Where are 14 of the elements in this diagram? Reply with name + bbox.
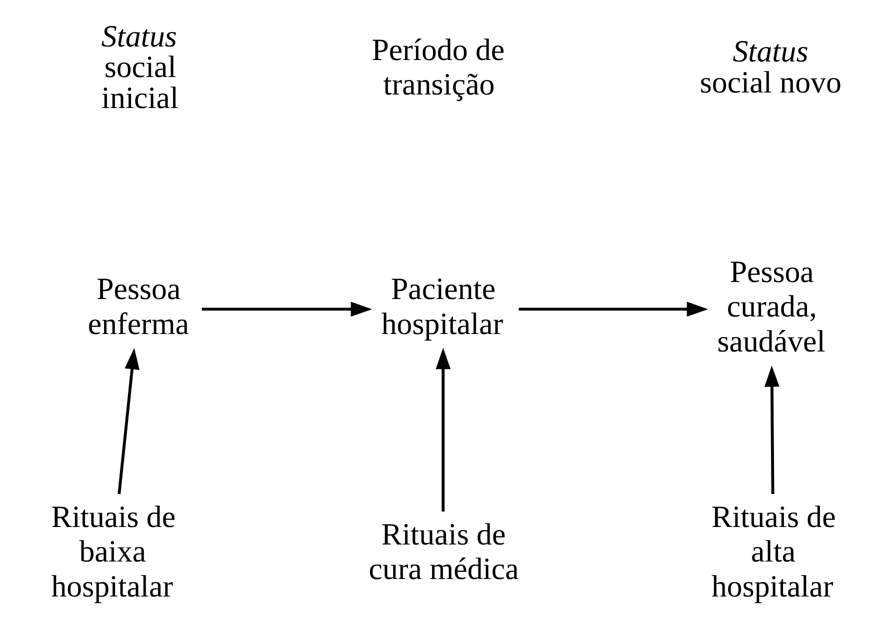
- arrow: [202, 302, 372, 317]
- label: Status social novo: [700, 34, 842, 100]
- arrow: [764, 365, 780, 494]
- arrow: [118, 348, 140, 494]
- node-text: Rituais de cura médica: [368, 516, 519, 586]
- node-text: Pessoa enferma: [88, 271, 190, 341]
- arrow: [436, 348, 451, 512]
- node-text: Paciente hospitalar: [381, 271, 504, 341]
- arrow: [518, 302, 708, 317]
- label: Período de transição: [372, 32, 505, 102]
- label: Status social inicial: [101, 18, 179, 116]
- node-text: Rituais de baixa hospitalar: [51, 498, 176, 604]
- node-text: Pessoa curada, saudável: [717, 254, 826, 358]
- node-text: Rituais de alta hospitalar: [711, 498, 836, 604]
